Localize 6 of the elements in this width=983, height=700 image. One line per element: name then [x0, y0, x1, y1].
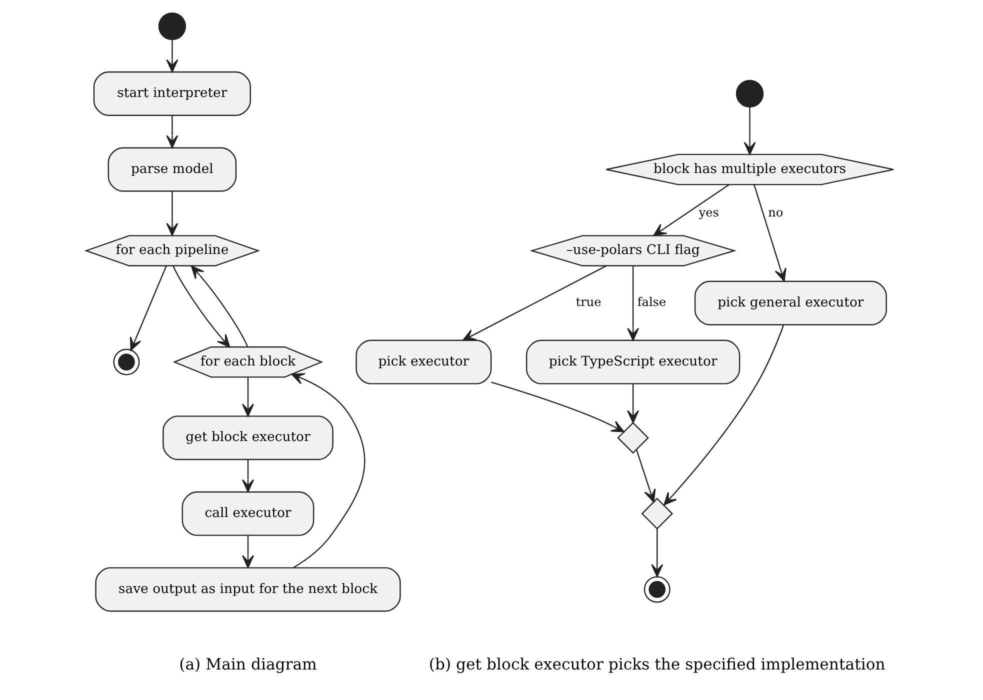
label: (b) get block executor picks the specified implementation [428, 654, 886, 674]
edge-label: no [768, 205, 784, 220]
edge-label: false [637, 295, 666, 310]
edge-label: true [576, 295, 602, 310]
label: (a) Main diagram [179, 654, 317, 674]
edge-label: yes [698, 205, 719, 220]
